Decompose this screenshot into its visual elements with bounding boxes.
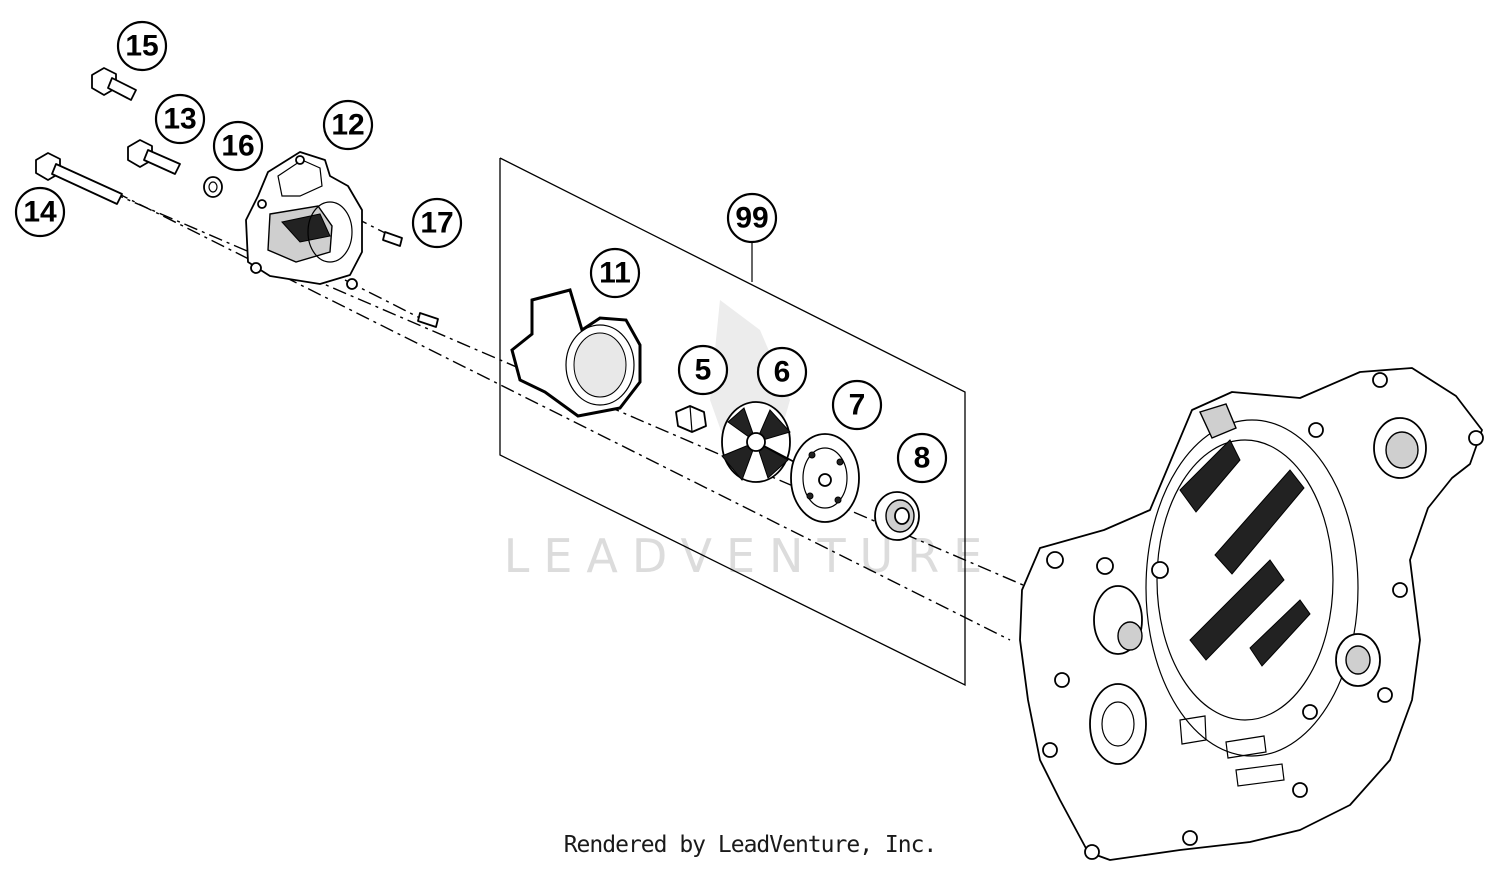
part-17-dowel-pins — [382, 231, 439, 328]
part-12-pump-cover — [245, 151, 363, 290]
part-13-bolt — [127, 139, 181, 175]
part-5-impeller-nut — [675, 405, 707, 433]
part-11-gasket — [510, 288, 642, 418]
callout-11-label: 11 — [599, 257, 631, 290]
callout-17-label: 17 — [420, 207, 453, 240]
callout-7-label: 7 — [849, 389, 866, 422]
callout-14-label: 14 — [23, 196, 57, 229]
callout-12[interactable]: 12 — [322, 99, 374, 151]
callout-8-label: 8 — [914, 442, 931, 475]
callout-12-label: 12 — [331, 109, 364, 142]
callout-6[interactable]: 6 — [756, 346, 808, 398]
clutch-cover — [1019, 367, 1484, 861]
part-14-long-bolt — [35, 152, 123, 205]
callout-17[interactable]: 17 — [411, 197, 463, 249]
callout-8[interactable]: 8 — [896, 432, 948, 484]
callout-99[interactable]: 99 — [726, 192, 778, 244]
part-16-washer — [203, 176, 223, 198]
callout-7[interactable]: 7 — [831, 379, 883, 431]
callout-99-label: 99 — [735, 202, 768, 235]
callout-11[interactable]: 11 — [589, 247, 641, 299]
callout-15-label: 15 — [125, 30, 158, 63]
callout-16[interactable]: 16 — [212, 120, 264, 172]
callout-16-label: 16 — [221, 130, 254, 163]
part-15-bolt — [91, 67, 137, 101]
part-6-impeller — [721, 401, 803, 483]
kit-99-bracket — [499, 157, 966, 687]
callout-5[interactable]: 5 — [677, 344, 729, 396]
callout-13-label: 13 — [163, 103, 196, 136]
part-7-thrust-plate — [790, 433, 860, 523]
rendered-by-credit: Rendered by LeadVenture, Inc. — [563, 832, 938, 858]
callout-13[interactable]: 13 — [154, 93, 206, 145]
callout-15[interactable]: 15 — [116, 20, 168, 72]
part-8-shaft-seal — [874, 491, 920, 541]
callout-6-label: 6 — [774, 356, 791, 389]
watermark-text: LEADVENTURE — [504, 529, 997, 583]
callout-5-label: 5 — [695, 354, 712, 387]
callout-14[interactable]: 14 — [14, 186, 66, 238]
